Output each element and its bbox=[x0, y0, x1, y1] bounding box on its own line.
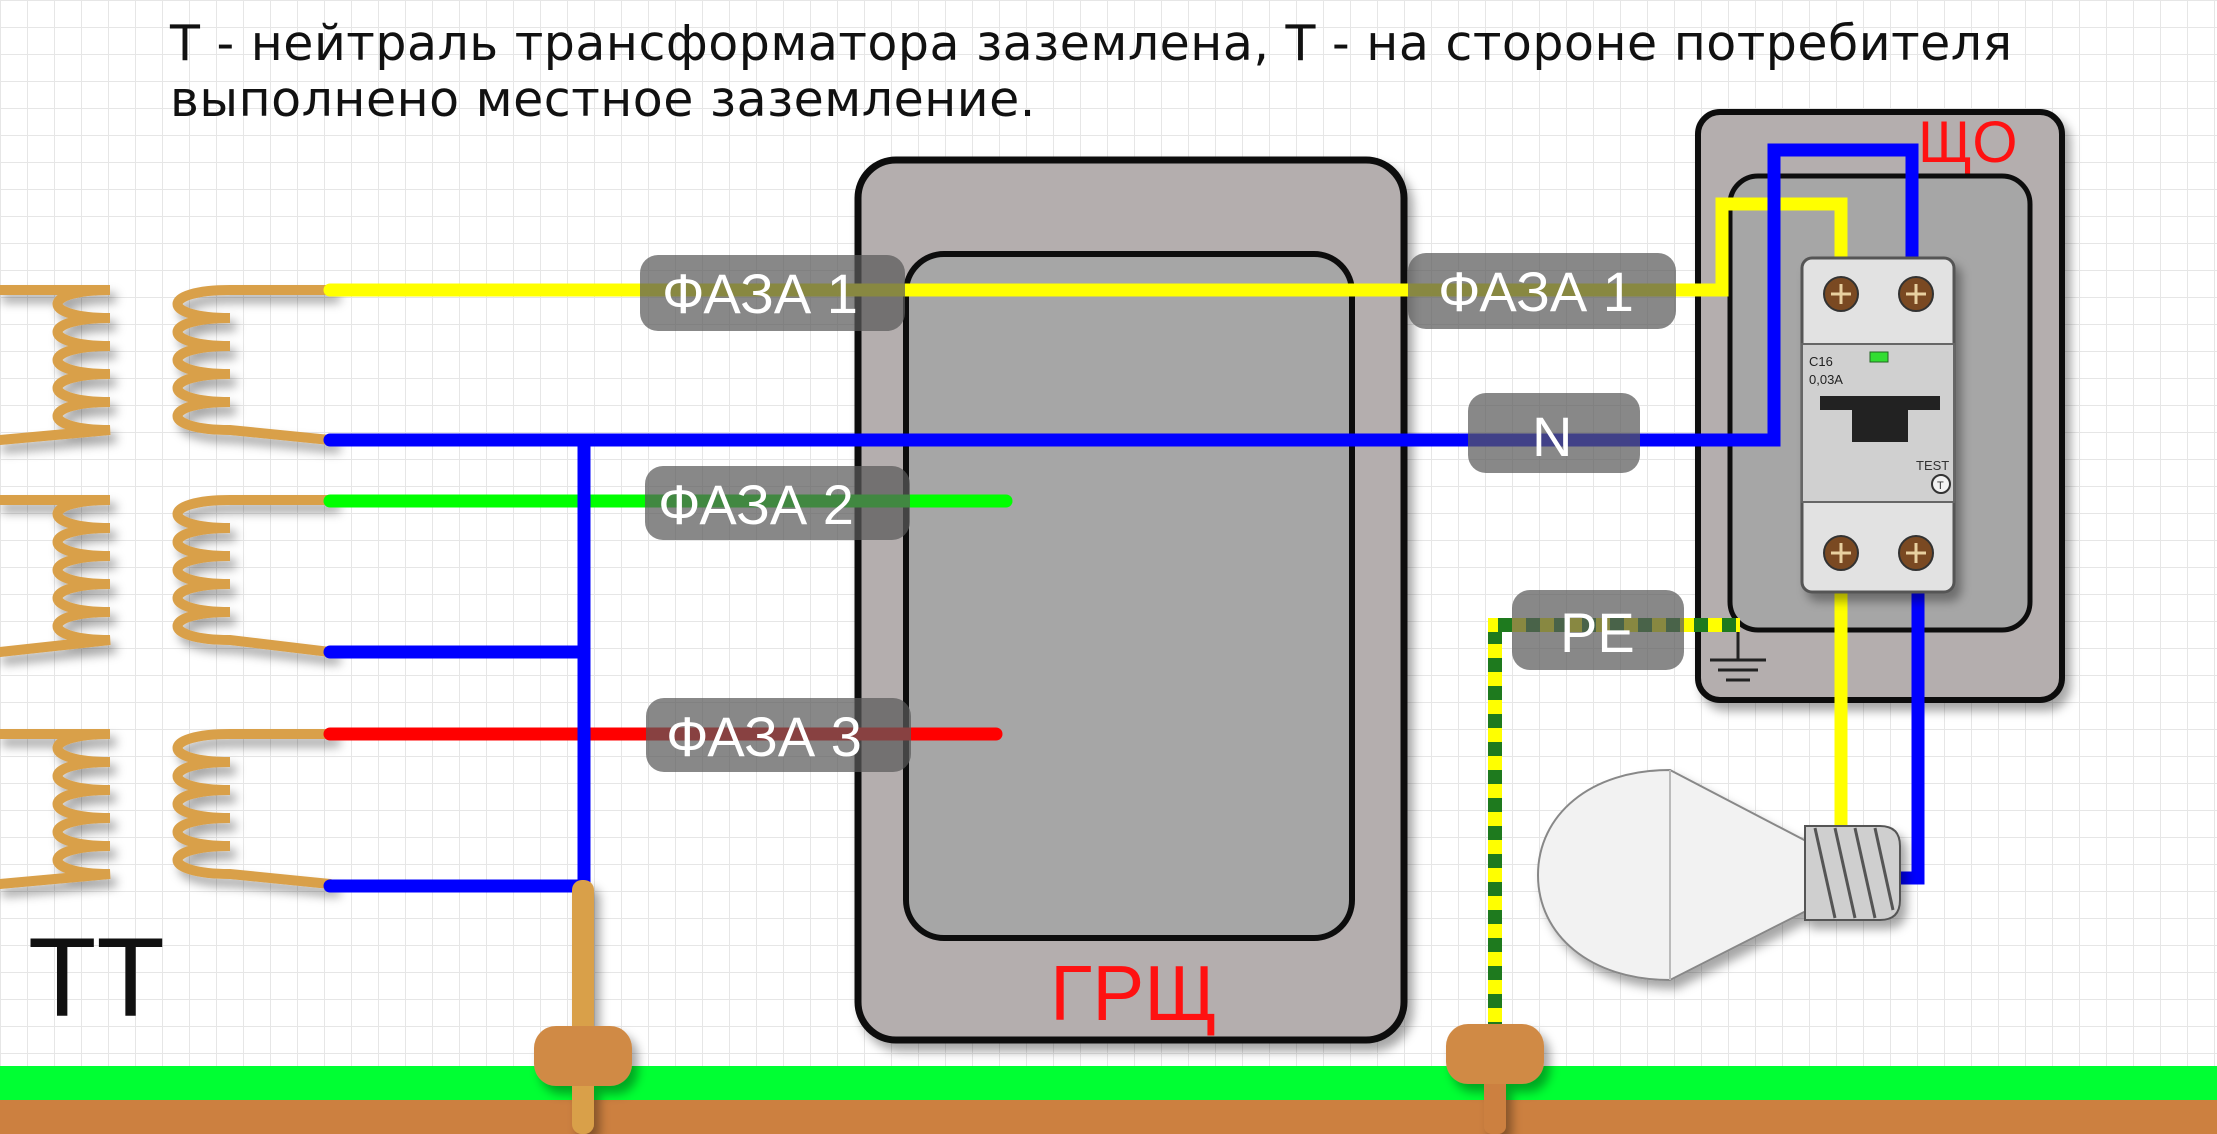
rcbo-indicator-icon bbox=[1869, 351, 1889, 363]
load-neutral-wire bbox=[1889, 583, 1925, 885]
winding-phase-1 bbox=[0, 285, 335, 445]
main-board-inner bbox=[903, 251, 1355, 941]
bulb-thread bbox=[1813, 827, 1895, 919]
neutral-wire-main bbox=[323, 143, 1919, 447]
main-distribution-board bbox=[854, 156, 1408, 1044]
bulb-glass bbox=[1536, 768, 1809, 982]
floor-board-label: ЩО bbox=[1918, 110, 2018, 175]
phase1-right-label: ФАЗА 1 bbox=[1438, 260, 1634, 323]
winding-phase-2 bbox=[0, 495, 335, 657]
diagram-caption: Т - нейтраль трансформатора заземлена, Т… bbox=[170, 16, 2130, 128]
rcbo-test-label: TEST bbox=[1916, 458, 1949, 473]
transformer-earth-electrode bbox=[534, 880, 632, 1134]
secondary-coil-1 bbox=[172, 285, 335, 445]
phase3-badge bbox=[646, 698, 911, 772]
transformer-earth-clamp bbox=[534, 1026, 632, 1086]
ground-grass bbox=[0, 1066, 2217, 1100]
phase1-right-badge bbox=[1408, 253, 1676, 329]
rcbo-test-symbol: T bbox=[1937, 480, 1944, 492]
rcbo-test-button bbox=[1931, 474, 1951, 494]
rcbo-toggle-lever bbox=[1852, 410, 1908, 442]
light-bulb-icon bbox=[1536, 768, 1901, 982]
primary-coil-3 bbox=[0, 729, 111, 889]
phase3-label: ФАЗА 3 bbox=[666, 705, 862, 768]
rcbo-toggle-slot bbox=[1820, 396, 1940, 410]
consumer-earth-electrode bbox=[1446, 1024, 1544, 1134]
rcbo-device bbox=[1800, 256, 1956, 594]
phase2-label: ФАЗА 2 bbox=[658, 473, 854, 536]
pe-label: PE bbox=[1560, 601, 1635, 664]
system-type-label: ТТ bbox=[28, 915, 165, 1040]
primary-coil-1 bbox=[0, 285, 111, 445]
ground bbox=[0, 1066, 2217, 1134]
phase1-left-badge bbox=[640, 255, 905, 331]
rcbo-rating: C16 bbox=[1809, 354, 1833, 369]
caption-line-1: Т - нейтраль трансформатора заземлена, Т… bbox=[170, 15, 2013, 72]
rcbo-terminal-icon bbox=[1823, 276, 1934, 571]
ground-symbol-icon bbox=[1710, 630, 1766, 682]
secondary-coil-3 bbox=[172, 729, 335, 889]
ground-soil bbox=[0, 1100, 2217, 1134]
secondary-coil-2 bbox=[172, 495, 335, 657]
primary-coil-2 bbox=[0, 495, 111, 657]
neutral-badge bbox=[1468, 393, 1640, 473]
main-board-label: ГРЩ bbox=[1050, 949, 1217, 1037]
rcbo-leakage-current: 0,03A bbox=[1809, 372, 1843, 387]
consumer-earth-clamp bbox=[1446, 1024, 1544, 1084]
phase2-badge bbox=[645, 466, 910, 540]
transformer-earth-rod bbox=[572, 880, 594, 1134]
phase1-left-label: ФАЗА 1 bbox=[662, 262, 858, 325]
pe-wire-vertical bbox=[1488, 624, 1502, 1028]
phase1-wire bbox=[323, 197, 1848, 297]
caption-line-2: выполнено местное заземление. bbox=[170, 71, 1036, 128]
label-badges: ФАЗА 1 ФАЗА 1 N ФАЗА 2 ФАЗА 3 PE bbox=[640, 253, 1684, 772]
neutral-label: N bbox=[1532, 405, 1572, 468]
pe-badge bbox=[1512, 590, 1684, 670]
transformer-windings bbox=[0, 285, 335, 889]
winding-phase-3 bbox=[0, 729, 335, 889]
